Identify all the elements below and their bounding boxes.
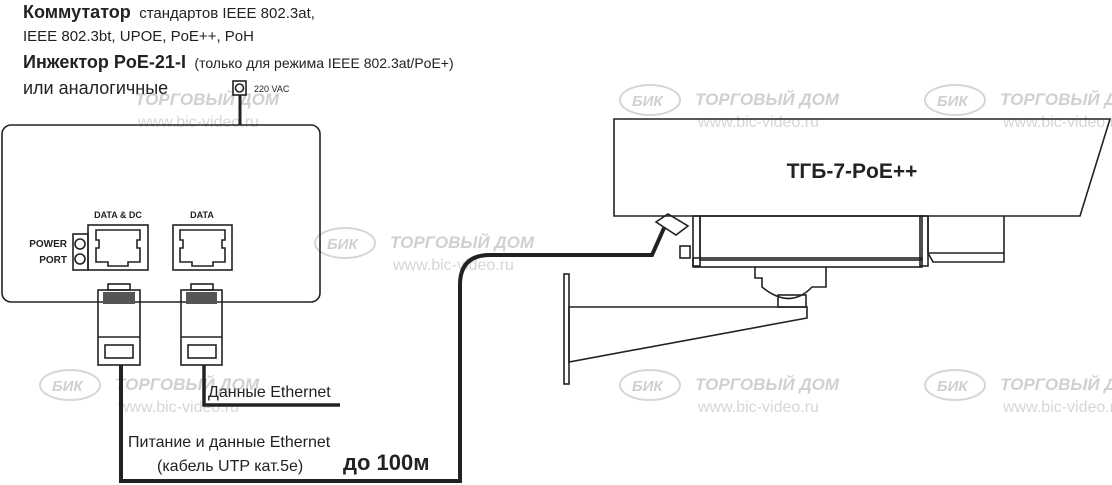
svg-text:ТОРГОВЫЙ ДОМ: ТОРГОВЫЙ ДОМ (1000, 89, 1112, 109)
rj45-plug-right (180, 283, 223, 366)
header-line-4: или аналогичные (23, 78, 168, 98)
svg-text:PORT: PORT (39, 255, 67, 266)
svg-text:БИК: БИК (632, 378, 664, 395)
watermark: ТОРГОВЫЙ ДОМ www.bic-video.ru (135, 89, 280, 131)
svg-text:БИК: БИК (52, 378, 84, 395)
svg-text:БИК: БИК (632, 93, 664, 110)
watermark: БИК ТОРГОВЫЙ ДОМ www.bic-video.ru (314, 227, 535, 274)
camera-model-label: ТГБ-7-PoE++ (787, 160, 918, 183)
svg-text:ТОРГОВЫЙ ДОМ: ТОРГОВЫЙ ДОМ (695, 374, 840, 394)
svg-text:www.bic-video.ru: www.bic-video.ru (697, 399, 819, 416)
svg-text:DATA: DATA (190, 210, 214, 220)
svg-text:www.bic-video.ru: www.bic-video.ru (392, 257, 514, 274)
svg-text:www.bic-video.ru: www.bic-video.ru (137, 114, 259, 131)
camera-housing: ТГБ-7-PoE++ (613, 118, 1112, 308)
svg-text:www.bic-video.ru: www.bic-video.ru (697, 114, 819, 131)
svg-text:DATA & DC: DATA & DC (94, 210, 142, 220)
poe-label-2: (кабель UTP кат.5е) (157, 458, 303, 475)
watermark: БИК ТОРГОВЫЙ ДОМ www.bic-video.ru (924, 84, 1112, 131)
header-line-2: IEEE 802.3bt, UPOE, PoE++, PoH (23, 28, 254, 45)
data-ethernet-label: Данные Ethernet (208, 384, 331, 401)
svg-text:ТОРГОВЫЙ ДОМ: ТОРГОВЫЙ ДОМ (135, 89, 280, 109)
svg-text:ТОРГОВЫЙ ДОМ: ТОРГОВЫЙ ДОМ (390, 232, 535, 252)
watermark: БИК ТОРГОВЫЙ ДОМ www.bic-video.ru (924, 369, 1112, 416)
svg-text:ТОРГОВЫЙ ДОМ: ТОРГОВЫЙ ДОМ (1000, 374, 1112, 394)
port-data (172, 224, 233, 271)
power-input-220vac: 220 VAC (232, 80, 290, 125)
svg-text:БИК: БИК (937, 93, 969, 110)
svg-text:www.bic-video.ru: www.bic-video.ru (117, 399, 239, 416)
port-data-dc (87, 224, 149, 271)
svg-text:БИК: БИК (937, 378, 969, 395)
svg-text:www.bic-video.ru: www.bic-video.ru (1002, 399, 1112, 416)
data-cable (202, 365, 340, 407)
watermark-group: БИК ТОРГОВЫЙ ДОМ www.bic-video.ru БИК ТО… (39, 84, 1112, 416)
poe-switch: POWER PORT DATA & DC DATA (1, 124, 321, 303)
rj45-plug-left (97, 283, 141, 366)
header-line-3: Инжектор PoE-21-I (только для режима IEE… (23, 52, 454, 72)
poe-label-1: Питание и данные Ethernet (128, 434, 331, 451)
svg-text:220 VAC: 220 VAC (254, 84, 290, 94)
watermark: БИК ТОРГОВЫЙ ДОМ www.bic-video.ru (619, 369, 840, 416)
svg-text:ТОРГОВЫЙ ДОМ: ТОРГОВЫЙ ДОМ (115, 374, 260, 394)
poe-cable (119, 227, 666, 483)
header-line-1: Коммутатор стандартов IEEE 802.3at, (23, 2, 315, 22)
watermark: БИК ТОРГОВЫЙ ДОМ www.bic-video.ru (619, 84, 840, 131)
power-port (72, 233, 89, 271)
svg-text:БИК: БИК (327, 236, 359, 253)
svg-text:www.bic-video.ru: www.bic-video.ru (1002, 114, 1112, 131)
distance-label: до 100м (343, 450, 430, 475)
camera-bracket (563, 273, 808, 385)
svg-text:POWER: POWER (29, 239, 68, 250)
svg-text:ТОРГОВЫЙ ДОМ: ТОРГОВЫЙ ДОМ (695, 89, 840, 109)
